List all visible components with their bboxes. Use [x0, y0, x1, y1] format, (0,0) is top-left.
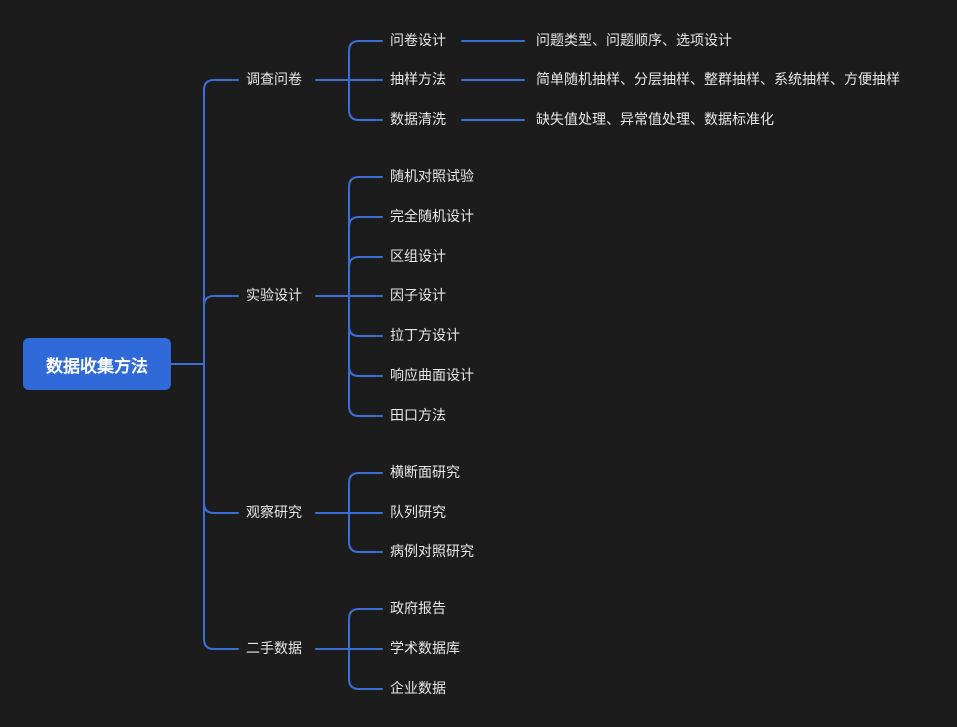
child-label[interactable]: 因子设计 [390, 288, 446, 304]
branch-connector-1-link-1 [348, 216, 383, 297]
branch-connector-1-link-4 [348, 295, 383, 337]
branch-connector-1-link-6 [348, 295, 383, 417]
detail-label[interactable]: 简单随机抽样、分层抽样、整群抽样、系统抽样、方便抽样 [536, 72, 900, 88]
branch-connector-3-link-0 [348, 608, 383, 650]
branch-connector-0-link-0 [348, 40, 383, 81]
child-label[interactable]: 区组设计 [390, 249, 446, 265]
branch-label[interactable]: 二手数据 [246, 641, 302, 657]
root-connector-link-1 [203, 295, 239, 365]
root-connector-link-2 [203, 363, 239, 514]
child-label[interactable]: 学术数据库 [390, 641, 460, 657]
root-label: 数据收集方法 [46, 356, 148, 377]
branch-label[interactable]: 实验设计 [246, 288, 302, 304]
branch-connector-2-link-0 [348, 472, 383, 514]
child-label[interactable]: 企业数据 [390, 681, 446, 697]
child-label[interactable]: 拉丁方设计 [390, 328, 460, 344]
child-label[interactable]: 抽样方法 [390, 72, 446, 88]
child-label[interactable]: 病例对照研究 [390, 544, 474, 560]
child-label[interactable]: 随机对照试验 [390, 169, 474, 185]
child-label[interactable]: 数据清洗 [390, 112, 446, 128]
root-connector-link-0 [203, 79, 239, 365]
child-label[interactable]: 政府报告 [390, 601, 446, 617]
child-label[interactable]: 田口方法 [390, 408, 446, 424]
child-label[interactable]: 问卷设计 [390, 33, 446, 49]
branch-connector-1-link-2 [348, 256, 383, 297]
branch-connector-0-link-2 [348, 79, 383, 121]
branch-connector-2-link-2 [348, 512, 383, 553]
detail-label[interactable]: 问题类型、问题顺序、选项设计 [536, 33, 732, 49]
branch-connector-1-link-0 [348, 176, 383, 297]
root-connector-link-3 [203, 363, 239, 650]
detail-label[interactable]: 缺失值处理、异常值处理、数据标准化 [536, 112, 774, 128]
branch-label[interactable]: 调查问卷 [246, 72, 302, 88]
child-label[interactable]: 响应曲面设计 [390, 368, 474, 384]
child-label[interactable]: 完全随机设计 [390, 209, 474, 225]
child-label[interactable]: 横断面研究 [390, 465, 460, 481]
child-label[interactable]: 队列研究 [390, 505, 446, 521]
root-node[interactable]: 数据收集方法 [23, 338, 171, 390]
branch-label[interactable]: 观察研究 [246, 505, 302, 521]
branch-connector-3-link-2 [348, 648, 383, 690]
